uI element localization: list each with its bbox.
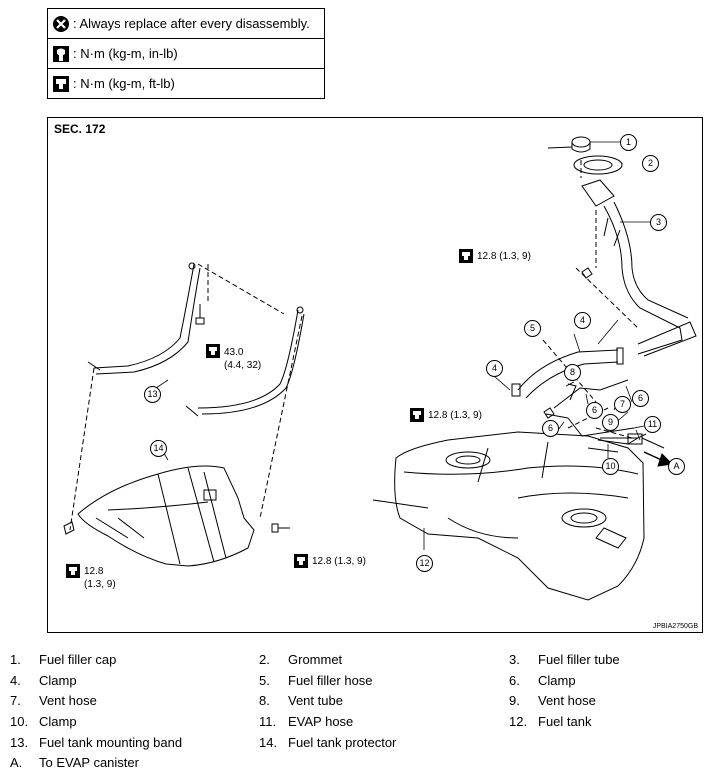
legend-text-ft-lb: : N·m (kg-m, ft-lb) bbox=[73, 76, 175, 91]
torque-ft-lb-icon bbox=[206, 344, 220, 358]
torque-ft-lb-icon bbox=[66, 564, 80, 578]
callout-4-left: 4 bbox=[486, 360, 503, 377]
legend-text-replace: : Always replace after every disassembly… bbox=[73, 16, 310, 31]
callout-9: 9 bbox=[602, 414, 619, 431]
torque-ft-lb-icon bbox=[294, 554, 308, 568]
bolt-drawings bbox=[63, 267, 593, 535]
torque-filler-tube: 12.8 (1.3, 9) bbox=[477, 251, 531, 262]
legend-row-replace: : Always replace after every disassembly… bbox=[48, 9, 324, 39]
evap-hose-drawing bbox=[587, 433, 665, 453]
legend-text-in-lb: : N·m (kg-m, in-lb) bbox=[73, 46, 178, 61]
callout-11: 11 bbox=[644, 416, 661, 433]
callout-1: 1 bbox=[620, 134, 637, 151]
fuel-tank-drawing bbox=[372, 431, 645, 601]
symbol-legend: : Always replace after every disassembly… bbox=[47, 8, 325, 99]
callout-A: A bbox=[668, 458, 685, 475]
callout-6-right: 6 bbox=[632, 390, 649, 407]
callout-12: 12 bbox=[416, 555, 433, 572]
fuel-filler-cap-drawing bbox=[547, 136, 591, 153]
torque-ft-lb-icon bbox=[53, 75, 69, 92]
callout-6-left: 6 bbox=[542, 420, 559, 437]
legend-row-ft-lb: : N·m (kg-m, ft-lb) bbox=[48, 69, 324, 98]
fuel-tank-protector-drawing bbox=[77, 465, 255, 567]
callout-14: 14 bbox=[150, 440, 167, 457]
fuel-tank-mounting-band-drawing bbox=[87, 262, 305, 417]
exploded-diagram: SEC. 172 JPBIA2750GB bbox=[47, 117, 703, 633]
callout-10: 10 bbox=[602, 458, 619, 475]
callout-7: 7 bbox=[614, 396, 631, 413]
fuel-filler-tube-drawing bbox=[581, 179, 697, 357]
torque-protector-left: 12.8 bbox=[84, 566, 104, 577]
torque-in-lb-icon bbox=[53, 45, 69, 62]
torque-ft-lb-icon bbox=[410, 408, 424, 422]
grommet-drawing bbox=[573, 155, 623, 175]
fuel-filler-hose-drawing bbox=[511, 347, 624, 399]
legend-row-in-lb: : N·m (kg-m, in-lb) bbox=[48, 39, 324, 69]
always-replace-icon bbox=[53, 15, 69, 32]
torque-ft-lb-icon bbox=[459, 249, 473, 263]
torque-vent-tube: 12.8 (1.3, 9) bbox=[428, 410, 482, 421]
torque-protector-left-sub: (1.3, 9) bbox=[84, 579, 116, 590]
section-label: SEC. 172 bbox=[54, 122, 106, 136]
callout-2: 2 bbox=[642, 155, 659, 172]
diagram-code: JPBIA2750GB bbox=[652, 623, 698, 630]
torque-protector-right: 12.8 (1.3, 9) bbox=[312, 556, 366, 567]
callout-4-top: 4 bbox=[574, 312, 591, 329]
callout-13: 13 bbox=[144, 386, 161, 403]
callout-5: 5 bbox=[524, 320, 541, 337]
callout-8: 8 bbox=[564, 364, 581, 381]
torque-band-bolt: 43.0 bbox=[224, 347, 244, 358]
callout-6-mid: 6 bbox=[586, 402, 603, 419]
diagram-artwork bbox=[63, 136, 697, 601]
torque-band-bolt-sub: (4.4, 32) bbox=[224, 360, 262, 371]
callout-3: 3 bbox=[650, 214, 667, 231]
